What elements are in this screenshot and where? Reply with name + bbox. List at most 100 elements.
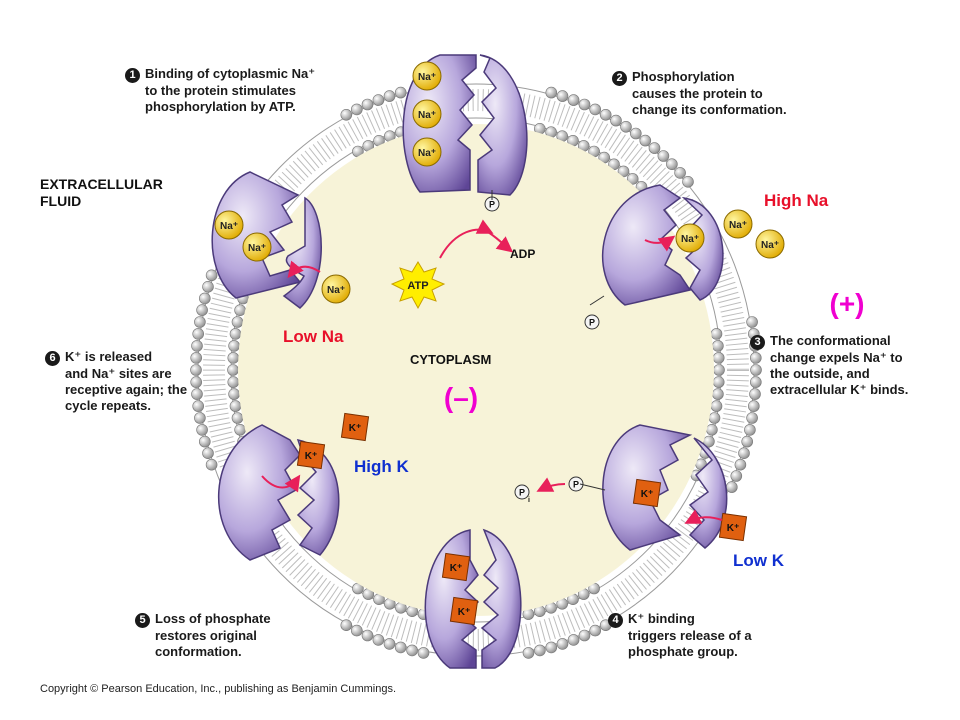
lipid-head <box>578 98 591 111</box>
lipid-head <box>712 340 724 352</box>
lipid-head <box>199 292 211 305</box>
na-ion-label: Na⁺ <box>220 221 238 232</box>
na-ion-label: Na⁺ <box>681 234 699 245</box>
lipid-head <box>383 638 396 650</box>
lipid-head <box>227 364 239 376</box>
potassium-ions: K⁺K⁺K⁺K⁺K⁺K⁺ <box>296 412 748 626</box>
lipid-head <box>545 86 558 99</box>
lipid-head <box>708 412 721 424</box>
lipid-head <box>192 400 204 412</box>
low-k-label: Low K <box>733 551 784 570</box>
phosphate-label: P <box>573 480 579 490</box>
lipid-head <box>190 364 202 376</box>
membrane-bilayer <box>190 83 762 659</box>
lipid-head <box>589 103 602 116</box>
low-na-label: Low Na <box>283 327 344 346</box>
high-k-label: High K <box>354 457 409 476</box>
lipid-head <box>194 316 206 328</box>
lipid-head <box>234 304 246 317</box>
na-ion: Na⁺ <box>675 223 705 253</box>
lipid-head <box>231 412 244 424</box>
k-ion-label: K⁺ <box>450 563 463 574</box>
lipid-head <box>234 423 246 436</box>
extracellular-label-line2: FLUID <box>40 193 82 209</box>
phosphate-label: P <box>589 318 595 328</box>
lipid-head <box>589 624 602 637</box>
lipid-head <box>394 86 407 99</box>
lipid-head <box>712 352 725 364</box>
lipid-head <box>738 447 750 460</box>
lipid-head <box>749 376 762 388</box>
step-2-line-2: causes the protein to <box>632 86 763 101</box>
k-ion: K⁺ <box>340 412 370 442</box>
step-number-badge: 1 <box>125 68 140 83</box>
na-ion: Na⁺ <box>321 274 351 304</box>
step-number-badge: 5 <box>135 613 150 628</box>
extracellular-label-line1: EXTRACELLULAR <box>40 176 163 192</box>
lipid-head <box>749 388 761 400</box>
lipid-head <box>712 376 725 388</box>
step-5-line-2: restores original <box>155 628 257 643</box>
step-6-line-1-text: K⁺ is released <box>65 349 153 364</box>
lipid-head <box>417 647 430 659</box>
lipid-head <box>196 304 208 316</box>
lipid-head <box>227 352 240 364</box>
k-ion-label: K⁺ <box>305 451 318 462</box>
lipid-head <box>556 90 569 102</box>
lipid-head <box>350 103 363 116</box>
phosphate-group: P <box>584 314 600 330</box>
lipid-head <box>712 388 724 400</box>
lipid-head <box>744 424 756 436</box>
lipid-head <box>710 400 723 412</box>
lipid-head <box>190 352 202 364</box>
lipid-head <box>534 644 546 657</box>
lipid-head <box>741 435 754 448</box>
extracellular-fluid-label: EXTRACELLULAR FLUID <box>40 176 163 210</box>
phosphate-group: P <box>484 196 500 212</box>
lipid-head <box>340 619 353 632</box>
lipid-head <box>522 647 535 659</box>
na-ion: Na⁺ <box>412 137 442 167</box>
step-5-line-1-text: Loss of phosphate <box>155 611 271 626</box>
lipid-head <box>191 340 203 352</box>
lipid-head <box>192 328 204 340</box>
step-3-line-2: change expels Na⁺ to <box>770 350 903 365</box>
lipid-head <box>710 328 723 340</box>
lipid-head <box>228 340 240 352</box>
k-ion: K⁺ <box>632 478 662 508</box>
na-ion: Na⁺ <box>214 210 244 240</box>
high-na-label: High Na <box>764 191 829 210</box>
lipid-head <box>750 364 762 376</box>
step-6-line-2: and Na⁺ sites are <box>65 366 172 381</box>
lipid-head <box>545 641 558 654</box>
step-2-line-3: change its conformation. <box>632 102 787 117</box>
lipid-head <box>190 376 202 388</box>
negative-charge-sign: (–) <box>444 382 478 413</box>
k-ion-label: K⁺ <box>641 489 654 500</box>
step-number-badge: 2 <box>612 71 627 86</box>
atp-label: ATP <box>407 280 428 292</box>
lipid-head <box>340 109 353 121</box>
step-4-line-1-text: K⁺ binding <box>628 611 695 626</box>
lipid-head <box>228 388 240 400</box>
step-6-line-3: receptive again; the <box>65 382 188 397</box>
lipid-head <box>191 388 203 400</box>
step-1-line-3: phosphorylation by ATP. <box>145 99 296 114</box>
lipid-head <box>556 638 569 650</box>
lipid-head <box>706 423 718 436</box>
lipid-head <box>372 94 385 106</box>
phosphate-group: P <box>568 476 584 492</box>
lipid-head <box>372 634 385 646</box>
lipid-head <box>746 412 758 424</box>
